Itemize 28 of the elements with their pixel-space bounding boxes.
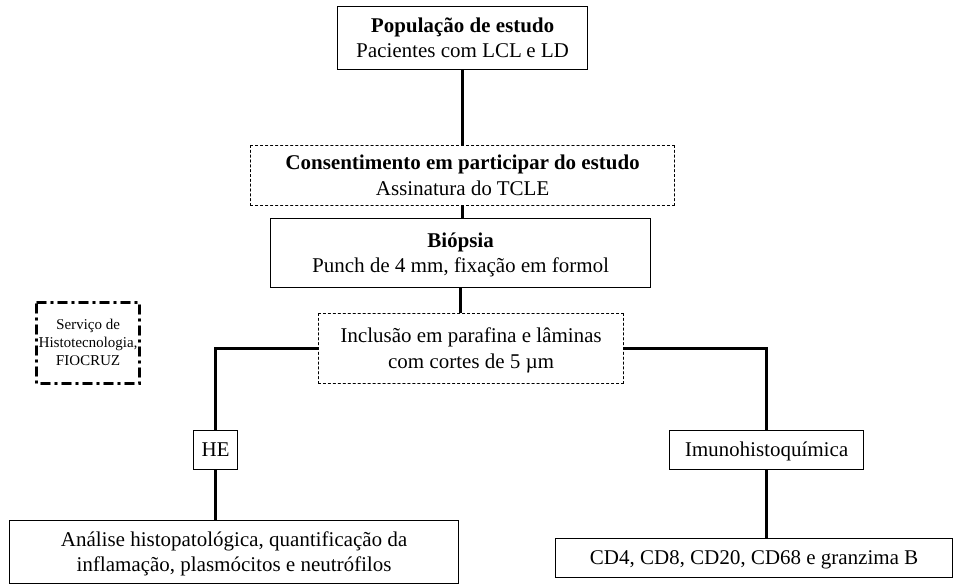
box-text: Inclusão em parafina e lâminas com cortes de 5 µm [339,323,603,374]
connector-line [461,70,464,145]
box-text: Imunohistoquímica [684,437,848,463]
box-text: Pacientes com LCL e LD [356,38,569,64]
connector-line [459,288,462,313]
box-text: Análise histopatológica, quantificação da inflamação, plasmócitos e neutrófilos [60,526,408,578]
process-box [318,313,624,384]
process-box [669,430,864,470]
process-box [250,145,675,206]
connector-line [214,470,217,520]
process-box [337,6,588,70]
process-box [555,538,953,578]
box-heading: População de estudo [370,12,554,38]
box-text: HE [202,437,230,463]
box-text: Serviço de Histotecnologia, FIOCRUZ [38,316,138,370]
box-text: Assinatura do TCLE [376,176,550,201]
box-text: CD4, CD8, CD20, CD68 e granzima B [590,545,918,571]
connector-line [765,470,768,538]
box-heading: Consentimento em participar do estudo [285,150,640,176]
connector-line [624,347,768,430]
note-box [35,301,141,385]
connector-line [214,347,318,430]
connector-line [461,206,464,218]
process-box [9,520,459,584]
box-text: Punch de 4 mm, fixação em formol [312,253,609,278]
process-box [193,430,238,470]
process-box [270,218,651,288]
box-heading: Biópsia [427,228,494,253]
